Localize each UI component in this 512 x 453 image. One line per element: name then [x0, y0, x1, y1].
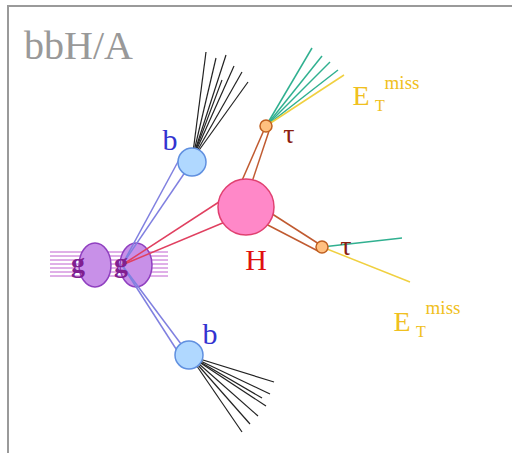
missing-energy-lines: [266, 75, 410, 282]
diagram-title: bbH/A: [24, 26, 133, 66]
higgs-label: H: [245, 245, 267, 275]
tau-label: τ: [340, 232, 351, 260]
missing-energy-symbol: E: [352, 82, 369, 110]
b-jet-top: [192, 52, 248, 160]
higgs-circle: [218, 179, 274, 235]
missing-energy-superscript: miss: [385, 73, 420, 92]
missing-energy-subscript: T: [416, 324, 426, 340]
gluon-label: g: [114, 249, 128, 277]
tau-circle: [316, 241, 328, 253]
b-quark-circle: [175, 341, 203, 369]
higgs-lines: [122, 200, 225, 265]
gluon-label: g: [71, 249, 85, 277]
missing-energy-superscript: miss: [426, 298, 461, 317]
quark-label: b: [163, 125, 178, 155]
tau-circle: [260, 120, 272, 132]
b-quark-lines: [122, 158, 192, 356]
tau-label: τ: [283, 120, 294, 148]
b-jet-bottom: [190, 356, 274, 432]
tau-neutrino-lines: [266, 48, 402, 247]
frame-border: [8, 6, 512, 453]
quark-label: b: [203, 319, 218, 349]
missing-energy-subscript: T: [375, 98, 385, 114]
missing-energy-symbol: E: [393, 308, 410, 336]
b-quark-circle: [178, 148, 206, 176]
